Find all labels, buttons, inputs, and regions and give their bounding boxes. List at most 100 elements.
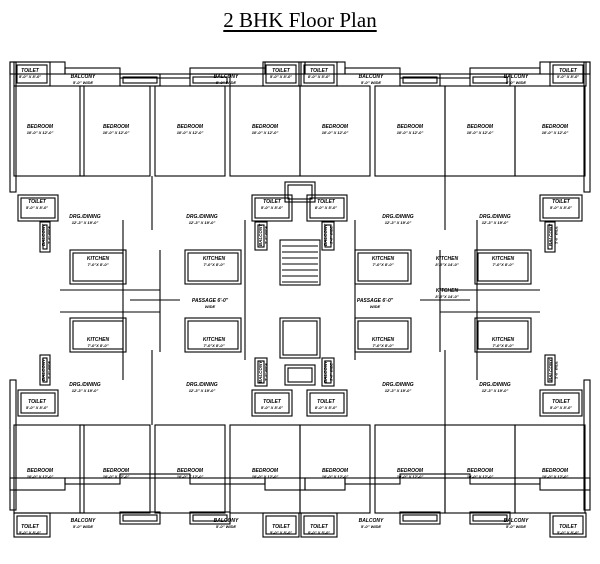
toilet-label-mcl-u-dimension: 5'-0" X 8'-0": [261, 205, 283, 210]
drg-label-4-dimension: 12'-3" X 19'-0": [482, 220, 509, 225]
balcony-label-t2-name: BALCONY: [214, 74, 239, 80]
toilet-label-tr-dimension: 5'-0" X 8'-0": [557, 74, 579, 79]
balcony-side-label-8-dimension: 5'-0" WIDE: [330, 363, 334, 381]
bedroom-label-bottom-2-dimension: 10'-0" X 12'-0": [103, 474, 130, 479]
bottom-outer-wall-0: [9, 477, 66, 491]
drg-label-8-name: DRG./DINING: [479, 382, 511, 388]
balcony-side-label-7-name: BALCONY: [258, 360, 263, 383]
top-balcony-recess-0-inner: [122, 76, 158, 84]
kitchen-center-label-upper-dimension: 8'-0"X 14'-0": [435, 262, 458, 267]
balcony-label-b2-dimension: 5'-0" WIDE: [216, 524, 237, 529]
bedroom-label-bottom-7-name: BEDROOM: [467, 468, 494, 474]
drg-label-4-name: DRG./DINING: [479, 214, 511, 220]
bedroom-label-bottom-6-dimension: 10'-0" X 12'-0": [397, 474, 424, 479]
toilet-mid-center-r-lower: [306, 389, 348, 417]
bottom-balcony-recess-1: [189, 511, 231, 525]
toilet-mid-left-upper-inner: [20, 197, 56, 219]
bedroom-label-top-4-name: BEDROOM: [252, 124, 279, 130]
bedroom-label-top-8-name: BEDROOM: [542, 124, 569, 130]
toilet-top-left-inner: [16, 64, 48, 84]
plan-title: 2 BHK Floor Plan: [223, 8, 377, 32]
kitchen-label-8-name: KITCHEN: [492, 337, 515, 343]
balcony-label-b1-name: BALCONY: [71, 518, 96, 524]
toilet-top-center-right: [300, 61, 338, 87]
side-balcony-cr-upper: [321, 221, 335, 251]
drg-label-8-dimension: 12'-3" X 19'-0": [482, 388, 509, 393]
balcony-side-label-6-name: BALCONY: [548, 358, 553, 381]
kitchen-4-inner: [477, 252, 529, 282]
toilet-label-mr-l-dimension: 5'-0" X 8'-0": [550, 405, 572, 410]
toilet-label-ml-l-name: TOILET: [28, 399, 47, 405]
balcony-side-label-8-name: BALCONY: [323, 360, 328, 383]
passage-label-right-name: PASSAGE 6'-0": [357, 298, 394, 304]
balcony-label-t4-dimension: 5'-0" WIDE: [506, 80, 527, 85]
kitchen-4: [474, 249, 532, 285]
kitchen-label-4-dimension: 7'-0"X 8'-0": [492, 262, 513, 267]
kitchen-label-5-name: KITCHEN: [87, 337, 110, 343]
bedroom-label-bottom-4-name: BEDROOM: [252, 468, 279, 474]
kitchen-6-inner: [187, 320, 239, 350]
passage-label-right: PASSAGE 6'-0"WIDE: [357, 298, 394, 309]
bottom-balcony-recess-2: [399, 511, 441, 525]
kitchen-center-label-lower-dimension: 8'-0"X 14'-0": [435, 294, 458, 299]
balcony-side-label-4-dimension: 5'-0" WIDE: [330, 226, 334, 244]
toilet-mid-right-upper: [539, 194, 583, 222]
toilet-label-tcr-name: TOILET: [310, 68, 329, 74]
top-balcony-recess-2: [399, 73, 441, 87]
bottom-balcony-recess-0-inner: [122, 514, 158, 522]
side-balcony-cl-lower: [254, 357, 268, 387]
bedroom-label-top-6-name: BEDROOM: [397, 124, 424, 130]
balcony-label-b1-dimension: 5'-0" WIDE: [73, 524, 94, 529]
toilet-mid-right-lower: [539, 389, 583, 417]
toilet-label-mcr-l-dimension: 8'-0" X 5'-0": [315, 405, 337, 410]
balcony-side-label-5-dimension: 5'-0" WIDE: [48, 361, 52, 379]
bottom-bedroom-2: [79, 424, 151, 514]
toilet-mid-center-l-lower: [251, 389, 293, 417]
bedroom-label-top-7-dimension: 10'-0" X 12'-0": [467, 130, 494, 135]
top-bedroom-2: [79, 85, 151, 177]
drg-label-1-name: DRG./DINING: [69, 214, 101, 220]
bedroom-label-bottom-3-name: BEDROOM: [177, 468, 204, 474]
bedroom-label-top-6-dimension: 10'-0" X 12'-0": [397, 130, 424, 135]
passage-label-right-dimension: WIDE: [370, 304, 381, 309]
toilet-bottom-right-inner: [552, 515, 584, 535]
toilet-label-bcl-name: TOILET: [272, 524, 291, 530]
drg-label-6-name: DRG./DINING: [186, 382, 218, 388]
toilet-label-mr-l-name: TOILET: [552, 399, 571, 405]
bedroom-label-top-8-dimension: 10'-0" X 12'-0": [542, 130, 569, 135]
bottom-balcony-recess-1-inner: [192, 514, 228, 522]
